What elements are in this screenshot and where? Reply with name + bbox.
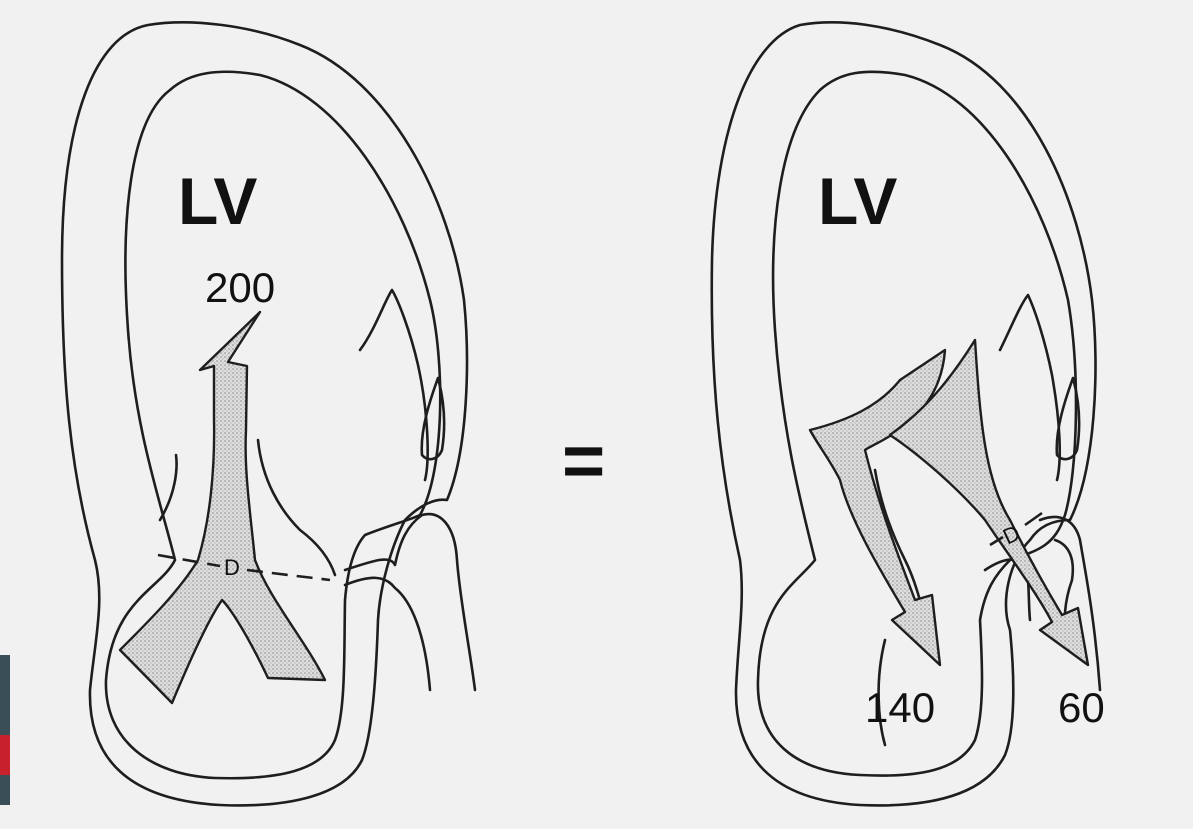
left-heart (62, 22, 475, 805)
left-outer-wall (62, 22, 467, 805)
left-aortic-wall-inner (345, 578, 430, 690)
left-aortic-wall (345, 514, 475, 690)
right-flow-value-right: 60 (1058, 684, 1105, 731)
left-flow-arrow (120, 312, 325, 703)
equals-sign: = (562, 419, 605, 502)
left-diameter-label: D (224, 555, 240, 580)
left-edge-artifact (0, 655, 10, 805)
left-edge-red-artifact (0, 735, 10, 775)
right-flow-arrow-left (810, 350, 945, 665)
left-chamber-label: LV (178, 164, 257, 238)
right-septum-line (1000, 295, 1060, 480)
right-flow-value-left: 140 (865, 684, 935, 731)
left-leaflet-2 (258, 440, 335, 575)
left-flow-value: 200 (205, 264, 275, 311)
left-septum-line (360, 290, 428, 480)
right-chamber-label: LV (818, 164, 897, 238)
